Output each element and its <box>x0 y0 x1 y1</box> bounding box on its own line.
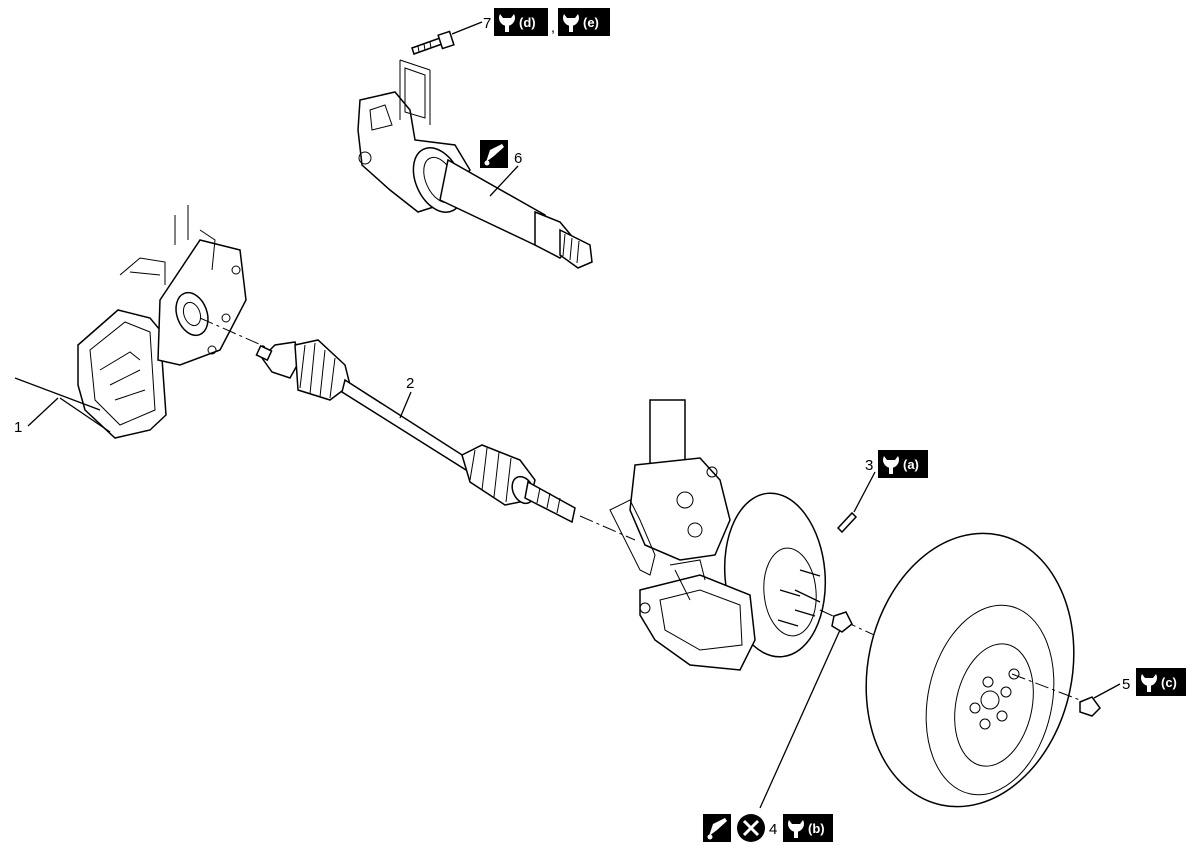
wrench-torque-icon <box>499 14 515 32</box>
callout-5-number: 5 <box>1122 676 1130 693</box>
wrench-torque-icon <box>788 820 804 838</box>
torque-badge-b: (b) <box>783 814 833 842</box>
nut-4 <box>759 611 853 809</box>
wrench-torque-icon <box>1141 674 1157 692</box>
badge-separator: , <box>551 19 555 35</box>
callout-2-number: 2 <box>406 375 414 392</box>
drive-shaft <box>255 339 636 541</box>
grease-brush-icon <box>703 814 731 842</box>
grease-brush-icon <box>480 140 508 168</box>
callout-7: 7 (d) , (e) <box>483 8 610 36</box>
do-not-reuse-icon <box>737 814 765 842</box>
callout-4-number: 4 <box>769 821 777 838</box>
intermediate-shaft <box>357 59 593 269</box>
badge-d-label: (d) <box>519 15 536 30</box>
bolt-7 <box>411 21 483 55</box>
wheel-studs <box>777 569 821 627</box>
torque-badge-a: (a) <box>878 450 928 478</box>
wheel-tire <box>865 532 1081 808</box>
callout-6: 6 <box>480 140 522 197</box>
nut-5 <box>1079 683 1121 717</box>
wrench-torque-icon <box>563 14 579 32</box>
badge-b-label: (b) <box>808 821 825 836</box>
callout-6-number: 6 <box>514 150 522 167</box>
callout-4: 4 (b) <box>703 814 833 842</box>
assembly-axis-line <box>199 317 269 349</box>
badge-c-label: (c) <box>1161 675 1177 690</box>
callout-7-number: 7 <box>483 15 491 32</box>
torque-badge-e: (e) <box>558 8 610 36</box>
callout-5: 5 (c) <box>1122 668 1186 696</box>
callout-1: 1 <box>14 397 59 436</box>
transaxle-case <box>14 205 247 439</box>
wrench-torque-icon <box>883 456 899 474</box>
torque-badge-c: (c) <box>1136 668 1186 696</box>
callout-1-number: 1 <box>14 419 22 436</box>
callout-3: 3 (a) <box>865 450 928 478</box>
steering-knuckle-assembly <box>609 399 886 671</box>
badge-e-label: (e) <box>583 15 599 30</box>
callout-3-number: 3 <box>865 457 873 474</box>
bolt-3 <box>836 471 876 534</box>
callout-2: 2 <box>399 375 414 419</box>
torque-badge-d: (d) <box>494 8 548 36</box>
badge-a-label: (a) <box>903 457 919 472</box>
